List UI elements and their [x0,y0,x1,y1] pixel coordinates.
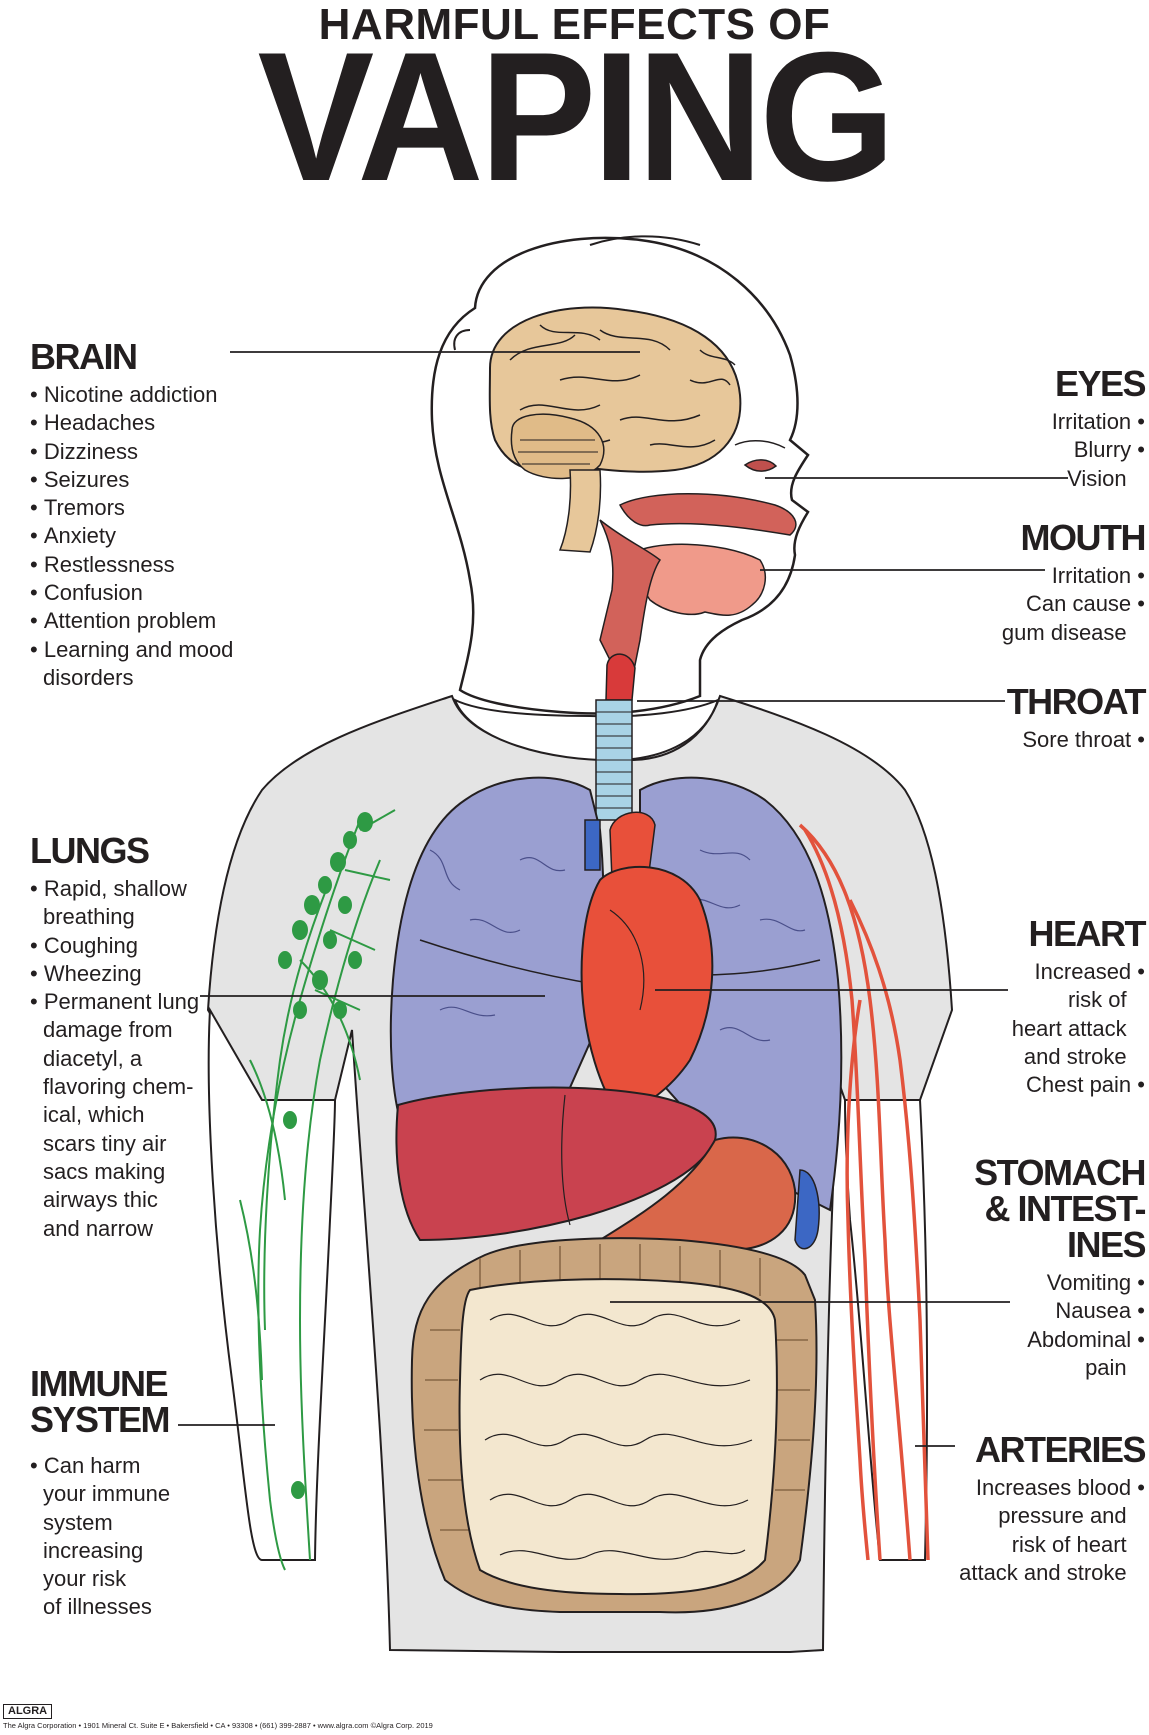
lungs-item: Permanent lung [30,988,199,1016]
larynx [605,653,636,701]
mouth-cavity [629,543,767,616]
footer-text: The Algra Corporation • 1901 Mineral Ct.… [3,1721,433,1730]
heart [580,865,714,1117]
section-immune: IMMUNE SYSTEM Can harm your immune syste… [30,1363,171,1622]
title-line-1: HARMFUL EFFECTS OF [318,0,831,49]
heading-brain: BRAIN [30,336,138,377]
throat-item: Sore throat [1007,726,1145,754]
aorta [609,811,656,881]
brainstem [558,469,602,553]
immune-item: Can harm [30,1452,170,1480]
heading-immune-1: IMMUNE [30,1363,169,1404]
brain [488,306,742,553]
brain-item: Dizziness [30,438,233,466]
brain-item: Tremors [30,494,233,522]
heading-mouth: MOUTH [1020,517,1147,558]
brain-item: Restlessness [30,551,233,579]
lungs-item: scars tiny air [43,1130,167,1156]
brain-item: Headaches [30,409,233,437]
lymph-nodes [278,812,373,1499]
stomach-item: Vomiting [974,1269,1145,1297]
immune-item: your risk [43,1566,127,1592]
heart-item: and stroke [1023,1043,1127,1069]
heading-arteries: ARTERIES [974,1429,1147,1470]
brain-item: Seizures [30,466,233,494]
lungs-item: diacetyl, a [43,1045,143,1071]
mouth-item: gum disease [1001,619,1127,645]
arteries-item: attack and stroke [959,1559,1127,1585]
mouth-item: Can cause [1002,590,1145,618]
heading-throat: THROAT [1006,681,1147,722]
section-lungs: LUNGS Rapid, shallow breathing Coughing … [30,833,199,1243]
vena-cava [584,819,601,871]
eye [743,459,778,472]
right-arm [843,1099,929,1561]
brain-item: Attention problem [30,607,233,635]
stomach-item: pain [1085,1354,1127,1380]
lungs-item: flavoring chem- [43,1074,194,1100]
brain-item: Learning and mood [30,636,234,664]
heart-item: risk of [1067,987,1127,1013]
heading-lungs: LUNGS [30,830,150,871]
lungs-item: breathing [43,904,135,930]
brain-item: Anxiety [30,522,233,550]
section-brain: BRAIN Nicotine addiction Headaches Dizzi… [30,339,233,692]
arteries-item: risk of heart [1011,1531,1127,1557]
section-throat: THROAT Sore throat [1006,681,1147,754]
heading-stomach-1: STOMACH [974,1152,1146,1193]
section-stomach: STOMACH & INTEST- INES Vomiting Nausea A… [974,1152,1147,1382]
immune-item: of illnesses [43,1594,152,1620]
heart-item: Chest pain [1012,1071,1145,1099]
lungs-item: airways thic [43,1187,158,1213]
lymph-system [239,809,396,1571]
lungs-item: damage from [43,1017,173,1043]
section-heart: HEART Increased risk of heart attack and… [1011,913,1147,1099]
heading-heart: HEART [1028,913,1147,954]
heart-item: heart attack [1011,1015,1127,1041]
stomach-item: Abdominal [974,1326,1145,1354]
eyes-item: Blurry [1052,436,1145,464]
lungs-item: sacs making [43,1158,166,1184]
immune-item: system [43,1509,113,1535]
mouth-item: Irritation [1002,562,1145,590]
brain-item: disorders [43,664,134,690]
left-arm [207,1006,337,1561]
section-mouth: MOUTH Irritation Can cause gum disease [1001,517,1147,647]
arteries-drawing [798,823,930,1561]
arteries-item: Increases blood [959,1474,1145,1502]
lungs-item: Wheezing [30,960,199,988]
immune-item: increasing [43,1537,144,1563]
lungs-item: Coughing [30,932,199,960]
small-intestine [458,1278,778,1596]
leader-lines [178,351,1068,1447]
algra-logo: ALGRA [3,1704,53,1719]
heading-immune-2: SYSTEM [30,1399,171,1440]
heading-stomach-3: INES [1066,1224,1147,1265]
spleen [794,1169,820,1250]
brain-item: Nicotine addiction [30,381,233,409]
heading-stomach-2: & INTEST- [984,1188,1146,1229]
lungs-item: ical, which [43,1102,145,1128]
lungs-item: Rapid, shallow [30,875,199,903]
immune-item: your immune [43,1481,171,1507]
eyes-item: Irritation [1052,408,1145,436]
brain-item: Confusion [30,579,233,607]
cerebellum [510,413,605,480]
nasal-cavity [618,493,797,536]
section-eyes: EYES Irritation Blurry Vision [1052,363,1147,493]
lungs-item: and narrow [43,1215,154,1241]
title-vaping: VAPING [257,15,896,220]
stomach-item: Nausea [974,1297,1145,1325]
heart-item: Increased [1012,958,1145,986]
trachea [595,699,633,821]
heading-eyes: EYES [1054,363,1147,404]
liver [395,1086,717,1242]
eyes-item: Vision [1067,465,1127,491]
section-arteries: ARTERIES Increases blood pressure and ri… [959,1429,1147,1587]
arteries-item: pressure and [998,1503,1127,1529]
